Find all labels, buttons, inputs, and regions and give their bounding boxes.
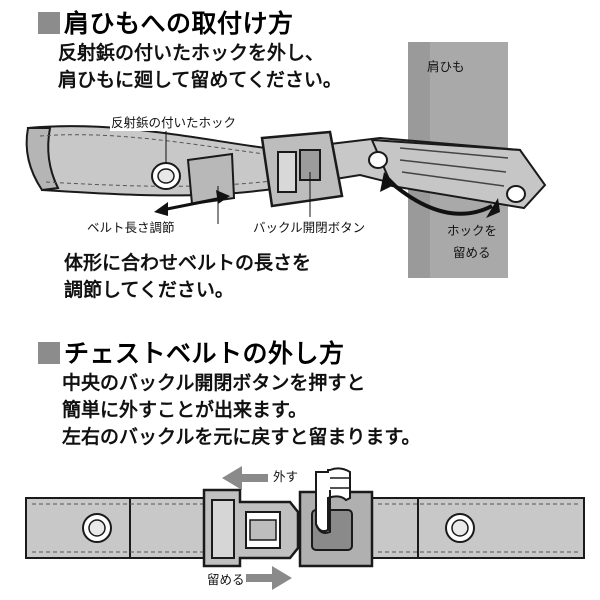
section1-instruction-line-1: 反射鋲の付いたホックを外し、	[58, 42, 325, 64]
belt-left-end	[25, 127, 60, 192]
label-hook: 反射鋲の付いたホック	[110, 112, 238, 131]
heading-square-icon	[38, 12, 60, 34]
section1-instruction-line-2: 肩ひもに廻して留めてください。	[58, 69, 342, 91]
section2-instruction-line-3: 左右のバックルを元に戻すと留まります。	[62, 426, 421, 448]
label-release: 外す	[273, 469, 299, 484]
section2-heading: チェストベルトの外し方	[38, 334, 345, 370]
chest-belt-left	[25, 497, 217, 559]
label-fasten-hook-1: ホックを	[447, 223, 498, 238]
section2-instruction-line-2: 簡単に外すことが出来ます。	[62, 399, 308, 421]
label-buckle-button: バックル開閉ボタン	[252, 217, 367, 236]
fasten-arrow-icon	[246, 566, 292, 590]
belt-adjust-loop	[186, 152, 236, 206]
section1-heading: 肩ひもへの取付け方	[38, 4, 294, 40]
label-belt-adjust: ベルト長さ調節	[86, 217, 176, 236]
label-fasten-hook-2: 留める	[453, 245, 491, 260]
heading-square-icon-2	[38, 342, 60, 364]
label-strap: 肩ひも	[427, 59, 465, 74]
section2-instruction-line-1: 中央のバックル開閉ボタンを押すと	[62, 372, 366, 394]
section1-adjust-line-2: 調節してください。	[64, 279, 234, 301]
chest-belt-right	[371, 497, 585, 559]
belt-stitch-top	[39, 134, 281, 157]
pointing-hand-icon	[315, 467, 351, 533]
label-fasten: 留める	[207, 572, 245, 587]
release-arrow-icon	[222, 466, 268, 490]
right-hook	[368, 151, 388, 169]
belt-adjust-arrow	[161, 196, 223, 212]
fasten-hook-arrow	[386, 178, 493, 216]
section2-heading-text: チェストベルトの外し方	[64, 339, 345, 368]
section1-heading-text: 肩ひもへの取付け方	[64, 9, 294, 38]
section1-adjust-line-1: 体形に合わせベルトの長さを	[64, 252, 312, 274]
